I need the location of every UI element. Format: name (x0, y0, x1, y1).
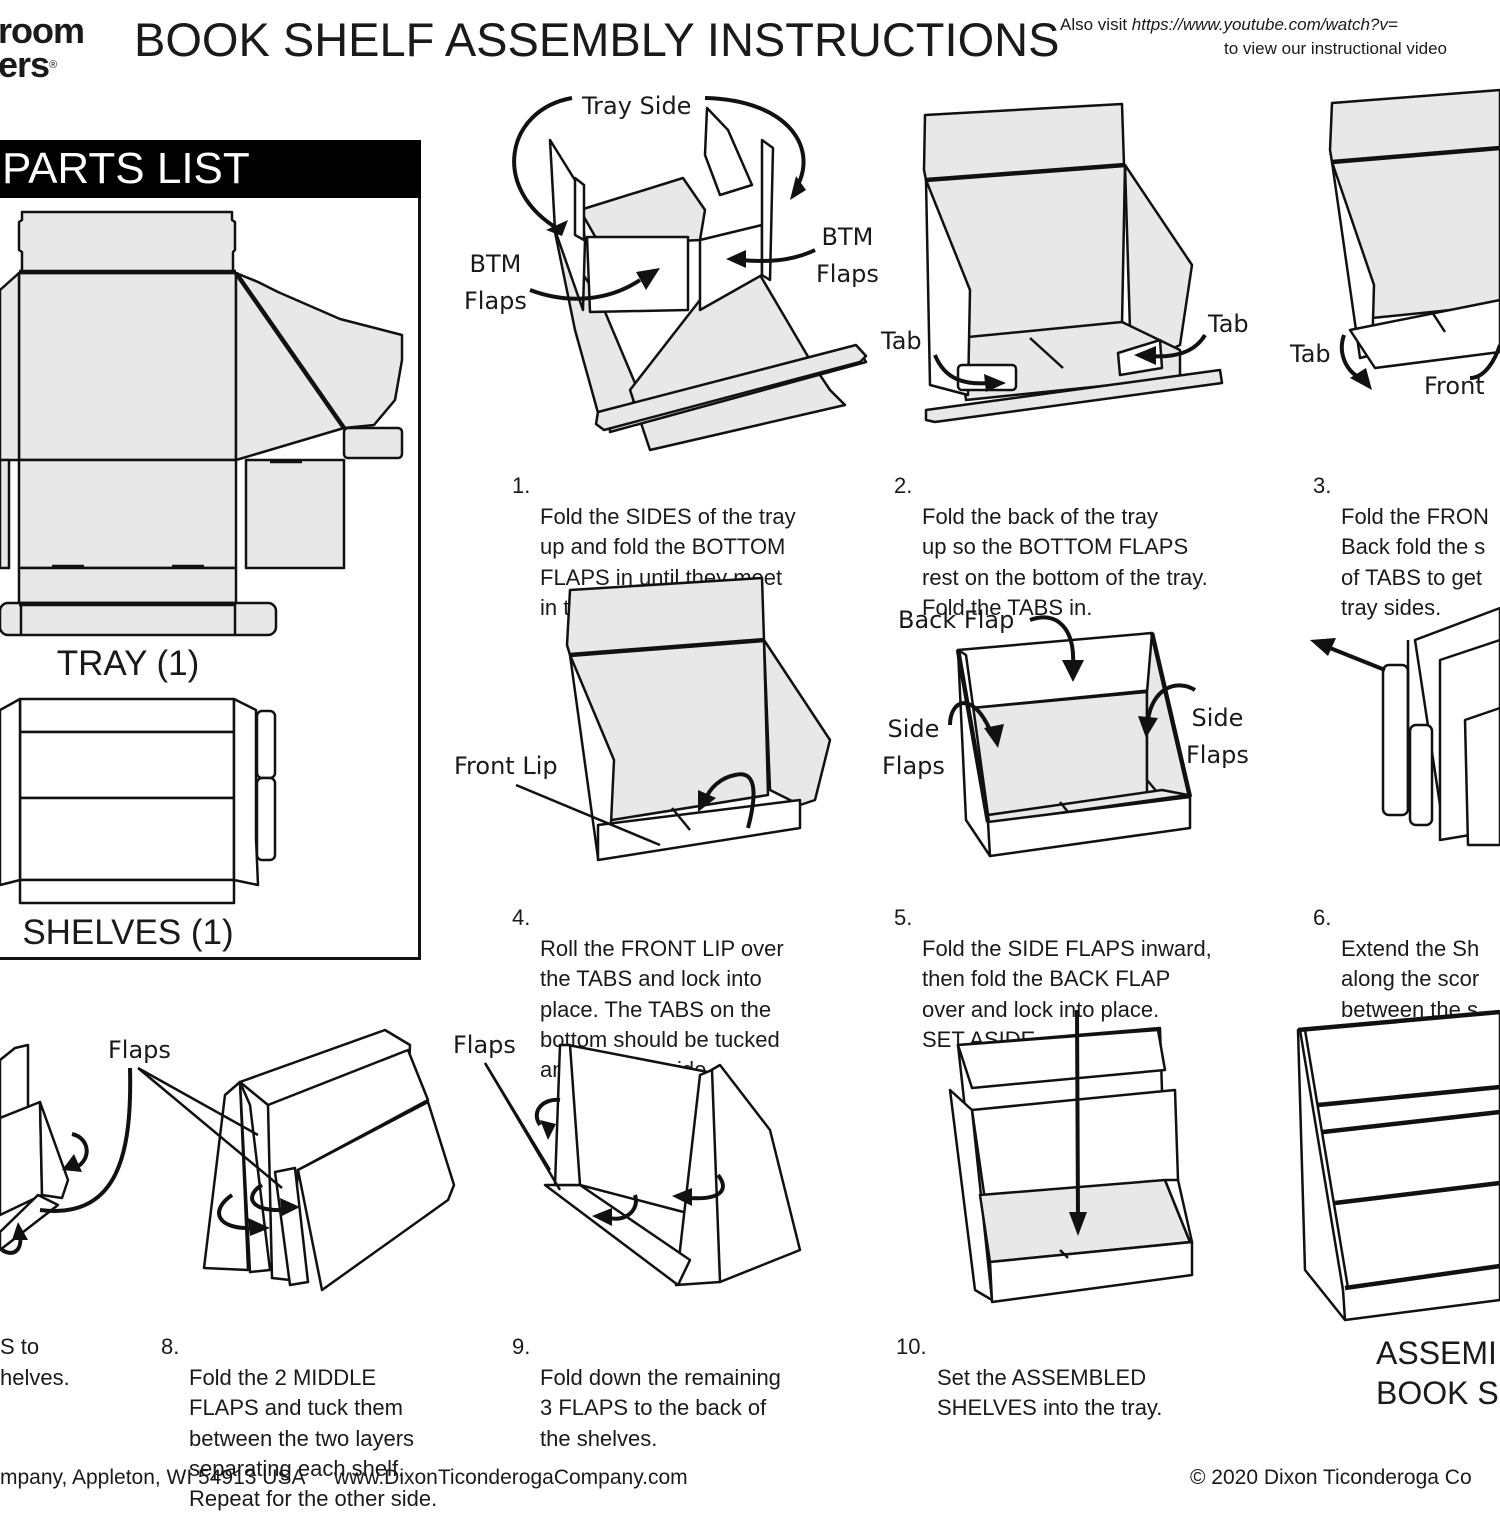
logo-line-2: ers (0, 44, 50, 85)
assembled-label: ASSEMI BOOK S (1376, 1335, 1499, 1411)
visit-prefix: Also visit (1060, 15, 1132, 34)
step-text: Fold the 2 MIDDLE FLAPS and tuck them be… (189, 1364, 438, 1512)
parts-list-heading: PARTS LIST (0, 140, 421, 198)
step-text: Extend the Sh along the scor between the… (1341, 935, 1480, 1022)
video-link[interactable]: https://www.youtube.com/watch?v= (1131, 15, 1398, 34)
step-text: Set the ASSEMBLED SHELVES into the tray. (937, 1364, 1163, 1421)
footer-copyright: © 2020 Dixon Ticonderoga Co (1190, 1466, 1472, 1489)
brand-logo: room ers® (0, 10, 85, 85)
step-7-instructions: S to helves. (0, 1302, 70, 1389)
footer-website[interactable]: www.DixonTiconderogaCompany.com (334, 1466, 688, 1489)
step-number: 4. (512, 905, 531, 931)
callout-side-flaps-left: Side Flaps (882, 715, 945, 780)
tray-diagram (0, 210, 404, 905)
step-number: 1. (512, 473, 531, 499)
step-6-instructions: 6. Extend the Sh along the scor between … (1313, 873, 1479, 1021)
step-number: 6. (1313, 905, 1332, 931)
step-9-instructions: 9. Fold down the remaining 3 FLAPS to th… (512, 1302, 781, 1450)
step-number: 10. (896, 1334, 927, 1360)
step-text: S to helves. (0, 1334, 70, 1390)
step-text: Fold the SIDE FLAPS inward, then fold th… (922, 935, 1212, 1053)
callout-back-flap: Back Flap (898, 606, 1015, 634)
callout-tab: Tab (1290, 340, 1331, 368)
step-number: 2. (894, 473, 913, 499)
step-number: 5. (894, 905, 913, 931)
callout-tray-side: Tray Side (582, 92, 692, 120)
callout-side-flaps-right: Side Flaps (1186, 704, 1249, 769)
part-label-shelves: SHELVES (1) (22, 913, 234, 952)
step-number: 9. (512, 1334, 531, 1360)
step-text: Fold down the remaining 3 FLAPS to the b… (540, 1364, 781, 1451)
page-title: BOOK SHELF ASSEMBLY INSTRUCTIONS (134, 13, 1060, 66)
logo-line-1: room (0, 10, 85, 51)
registered-mark: ® (49, 59, 57, 71)
step-3-instructions: 3. Fold the FRON Back fold the s of TABS… (1313, 441, 1489, 620)
step-8-instructions: 8. Fold the 2 MIDDLE FLAPS and tuck them… (161, 1302, 437, 1511)
callout-btm-flaps-right: BTM Flaps (816, 223, 879, 288)
callout-btm-flaps-left: BTM Flaps (464, 250, 527, 315)
step-5-instructions: 5. Fold the SIDE FLAPS inward, then fold… (894, 873, 1212, 1052)
callout-front-lip: Front Lip (454, 752, 558, 780)
callout-tab-right: Tab (1208, 310, 1249, 338)
step-number: 8. (161, 1334, 180, 1360)
shelves-flat-layout (0, 697, 277, 905)
callout-tab-left: Tab (881, 327, 922, 355)
video-note: Also visit https://www.youtube.com/watch… (1060, 13, 1500, 61)
step-text: Fold the back of the tray up so the BOTT… (922, 503, 1208, 621)
step-number: 3. (1313, 473, 1332, 499)
tray-flat-layout (0, 210, 404, 637)
visit-line-2: to view our instructional video (1224, 39, 1448, 58)
part-label-tray: TRAY (1) (56, 644, 200, 683)
callout-flaps-step7: Flaps (108, 1036, 171, 1064)
callout-flaps-step9: Flaps (453, 1031, 516, 1059)
callout-front: Front (1424, 372, 1485, 400)
step-10-instructions: 10. Set the ASSEMBLED SHELVES into the t… (896, 1302, 1162, 1420)
step-2-instructions: 2. Fold the back of the tray up so the B… (894, 441, 1208, 620)
step-text: Fold the FRON Back fold the s of TABS to… (1341, 503, 1489, 621)
footer-address: mpany, Appleton, WI 54913 USA (0, 1466, 306, 1489)
